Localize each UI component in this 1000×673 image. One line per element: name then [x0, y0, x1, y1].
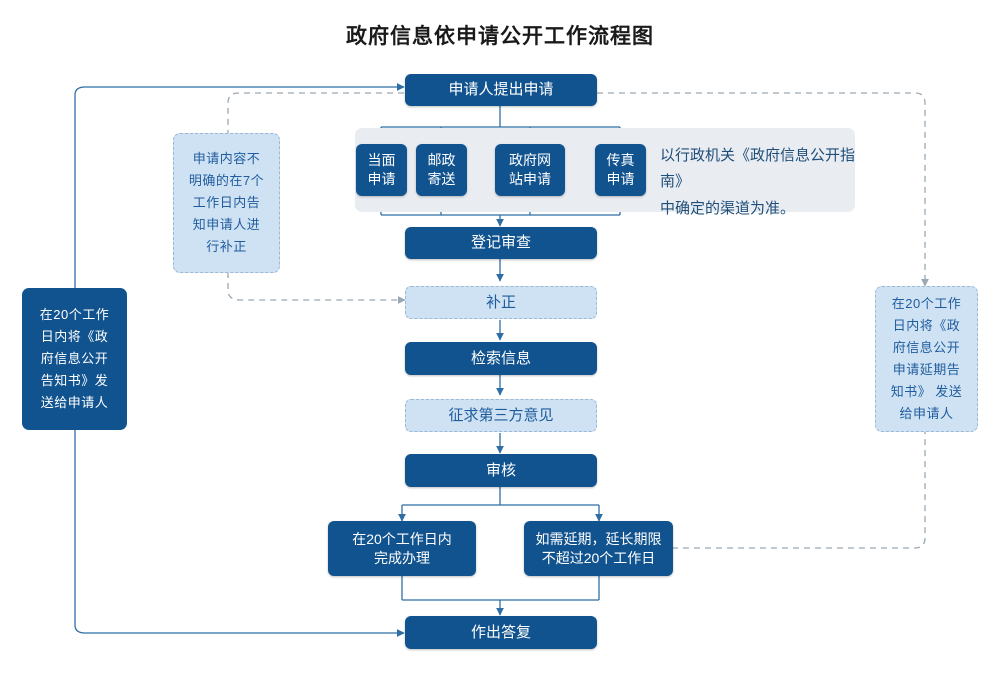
page-title: 政府信息依申请公开工作流程图	[346, 25, 654, 48]
channel-label-postal: 邮政 寄送	[427, 152, 456, 187]
note-unclear-application-text: 申请内容不 明确的在7个 工作日内告 知申请人进 行补正	[188, 150, 265, 255]
note-right-extension-notice: 在20个工作 日内将《政 府信息公开 申请延期告 知书》 发送 给申请人	[875, 286, 978, 432]
channel-box-fax[interactable]: 传真 申请	[595, 144, 646, 196]
node-start-label: 申请人提出申请	[448, 81, 554, 99]
channel-label-fax: 传真 申请	[606, 152, 635, 187]
node-extension-label: 如需延期，延长期限 不超过20个工作日	[535, 530, 662, 566]
node-register-review[interactable]: 登记审查	[405, 227, 597, 259]
node-start[interactable]: 申请人提出申请	[405, 74, 597, 106]
channel-label-in-person: 当面 申请	[367, 152, 396, 187]
node-reply-label: 作出答复	[470, 623, 531, 641]
node-search-info-label: 检索信息	[470, 349, 531, 367]
note-left-disclosure-notice: 在20个工作 日内将《政 府信息公开 告知书》发 送给申请人	[22, 288, 127, 430]
node-audit[interactable]: 审核	[405, 454, 597, 487]
node-supplement-label: 补正	[485, 293, 516, 311]
channel-box-website[interactable]: 政府网 站申请	[495, 144, 565, 196]
node-audit-label: 审核	[485, 461, 516, 479]
node-search-info[interactable]: 检索信息	[405, 342, 597, 375]
node-complete-in-20-days-label: 在20个工作日内 完成办理	[352, 530, 452, 566]
node-extension[interactable]: 如需延期，延长期限 不超过20个工作日	[524, 521, 673, 576]
node-register-review-label: 登记审查	[470, 234, 531, 252]
node-third-party-opinion[interactable]: 征求第三方意见	[405, 399, 597, 432]
node-reply[interactable]: 作出答复	[405, 616, 597, 649]
note-left-disclosure-notice-text: 在20个工作 日内将《政 府信息公开 告知书》发 送给申请人	[39, 306, 110, 411]
channel-box-postal[interactable]: 邮政 寄送	[416, 144, 467, 196]
channel-box-in-person[interactable]: 当面 申请	[356, 144, 407, 196]
channel-label-website: 政府网 站申请	[509, 152, 551, 187]
note-right-extension-notice-text: 在20个工作 日内将《政 府信息公开 申请延期告 知书》 发送 给申请人	[890, 295, 963, 422]
node-third-party-opinion-label: 征求第三方意见	[448, 406, 554, 424]
node-supplement[interactable]: 补正	[405, 286, 597, 319]
note-unclear-application: 申请内容不 明确的在7个 工作日内告 知申请人进 行补正	[173, 133, 280, 273]
channel-band-note: 以行政机关《政府信息公开指南》 中确定的渠道为准。	[660, 147, 856, 217]
node-complete-in-20-days[interactable]: 在20个工作日内 完成办理	[328, 521, 476, 576]
